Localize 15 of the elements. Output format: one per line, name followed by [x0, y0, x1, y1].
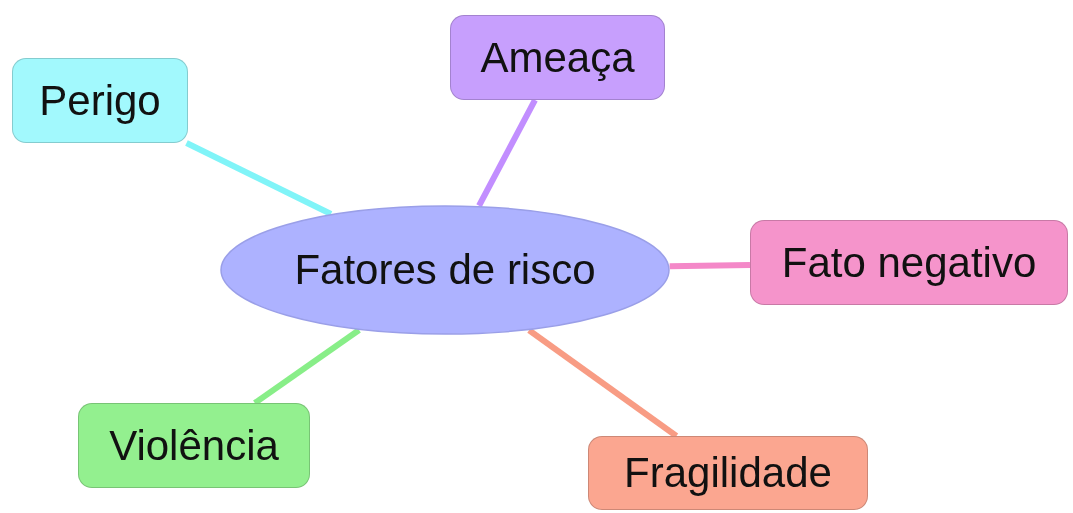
subtopic-box: [78, 403, 310, 488]
node-label: Fato negativo: [781, 238, 1037, 287]
node-label: Perigo: [39, 76, 161, 125]
topic-ellipse: [220, 205, 670, 335]
connector-line: [476, 98, 538, 208]
subtopic-box: [750, 220, 1068, 305]
subtopic-box: [450, 15, 665, 100]
connector-line: [185, 140, 333, 217]
subtopic-box: [588, 436, 868, 510]
node-label: Ameaça: [480, 33, 635, 82]
node-label: Violência: [109, 421, 279, 470]
connector-line: [669, 262, 751, 270]
subtopic-box: [12, 58, 188, 143]
node-label: Fragilidade: [624, 449, 832, 497]
node-label: Fatores de risco: [294, 246, 596, 294]
